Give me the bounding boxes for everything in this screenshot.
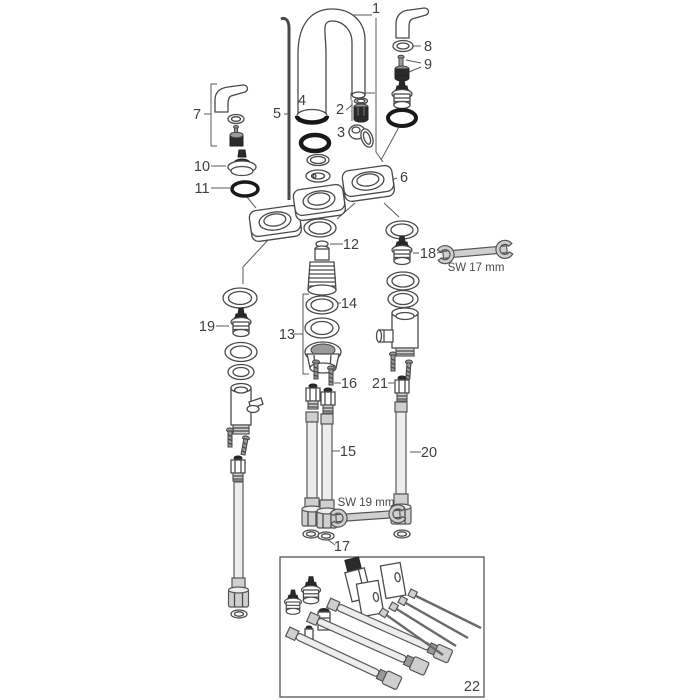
callout-18: 18 — [420, 246, 436, 262]
hose-fitting-21 — [394, 375, 410, 402]
kit-block — [355, 579, 385, 618]
callout-labels: 1 2 3 4 5 6 7 8 9 10 11 12 13 14 15 16 1… — [193, 1, 504, 695]
callout-14: 14 — [341, 296, 357, 312]
handle-left-group — [214, 84, 260, 198]
wrench-size-19-label: SW 19 mm — [338, 497, 395, 509]
callout-19: 19 — [199, 319, 215, 335]
callout-6: 6 — [400, 170, 408, 186]
o-ring-right — [386, 108, 418, 128]
callout-13: 13 — [279, 327, 295, 343]
callout-17: 17 — [334, 539, 350, 555]
cartridge-top-10 — [227, 149, 257, 177]
callout-22: 22 — [464, 679, 480, 695]
cartridge-19 — [230, 307, 252, 338]
callout-5: 5 — [273, 106, 281, 122]
cartridge-upper-right — [391, 79, 413, 110]
right-column-group — [375, 220, 420, 539]
center-column-group — [301, 218, 342, 541]
callout-1: 1 — [372, 1, 380, 17]
screw — [311, 359, 321, 380]
aerator-insert-group — [353, 97, 369, 123]
spout-o-ring — [298, 132, 332, 154]
aerator-housing — [348, 124, 374, 148]
o-ring-11 — [230, 180, 260, 198]
handle-lever-left — [214, 84, 249, 113]
washer — [230, 609, 248, 619]
screw-21 — [388, 351, 398, 372]
callout-8: 8 — [424, 39, 432, 55]
callout-7: 7 — [193, 107, 201, 123]
valve-body-left — [230, 382, 264, 435]
valve-body-right — [375, 307, 419, 357]
spout-outlet — [351, 91, 366, 99]
hose-fitting — [230, 455, 246, 482]
hose-long-left — [227, 481, 250, 619]
callout-2: 2 — [336, 102, 344, 118]
wrench-sw17 — [436, 239, 514, 265]
callout-11: 11 — [194, 181, 209, 197]
kit-hose — [284, 626, 403, 690]
kit-threaded-rods — [378, 588, 482, 656]
washer-17 — [302, 529, 320, 539]
cartridge-18 — [391, 235, 413, 266]
adapter-bellows — [307, 245, 337, 296]
screw — [225, 427, 235, 448]
hose-fitting-16 — [320, 387, 336, 414]
hose-15-left — [301, 411, 323, 539]
service-kit-box-22 — [279, 556, 485, 698]
callout-4: 4 — [298, 93, 306, 109]
kit-block — [379, 561, 407, 600]
screw — [238, 434, 251, 456]
mounting-flange-13 — [304, 341, 342, 374]
callout-9: 9 — [424, 57, 432, 73]
kit-hose — [305, 611, 430, 676]
callout-20: 20 — [421, 445, 437, 461]
escutcheon-right-6 — [340, 163, 396, 203]
escutcheon-left — [247, 203, 303, 243]
callout-16: 16 — [341, 376, 357, 392]
screw — [326, 365, 336, 386]
callout-12: 12 — [343, 237, 359, 253]
callout-3: 3 — [337, 125, 345, 141]
handle-lever-right — [395, 7, 430, 39]
handle-right-group — [386, 7, 430, 128]
hose-15-right — [316, 413, 338, 541]
callout-15: 15 — [340, 444, 356, 460]
washer-17 — [317, 531, 335, 541]
callout-10: 10 — [194, 159, 210, 175]
callout-21: 21 — [372, 376, 388, 392]
wrench-size-17-label: SW 17 mm — [448, 262, 505, 274]
escutcheon-center — [291, 182, 347, 222]
hose-fitting-16 — [305, 383, 321, 410]
left-column-group — [222, 287, 264, 619]
lift-rod — [280, 16, 291, 200]
spout-group — [294, 8, 366, 183]
washer — [393, 529, 411, 539]
